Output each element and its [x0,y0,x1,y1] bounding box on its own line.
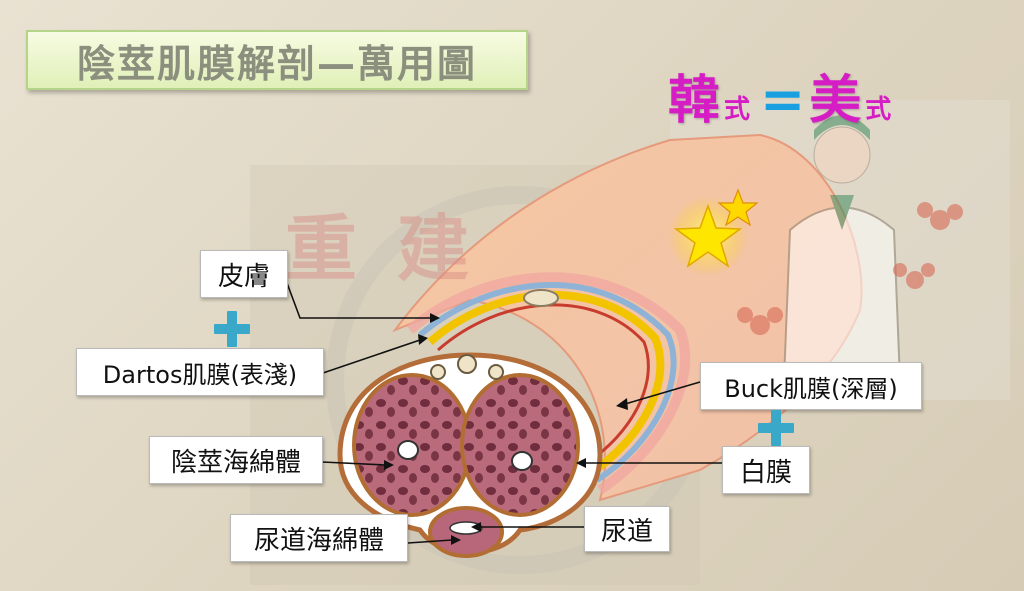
leader-spongiosum [407,539,453,544]
label-corpora-cavernosa: 陰莖海綿體 [149,436,323,484]
red-layer [437,303,650,464]
korean-char: 韓 [668,70,721,131]
star-small [717,188,759,227]
dorsal-vein [523,289,559,307]
style-char-1: 式 [724,95,751,125]
american-char: 美 [809,70,862,131]
page-title: 陰莖肌膜解剖—萬用圖 [26,30,528,90]
yellow-layer [427,290,665,476]
style-char-2: 式 [865,95,892,125]
urethra-lumen [449,521,483,535]
right-artery [511,451,533,471]
dartos-layer [406,272,691,495]
leader-cavernosa [321,461,386,466]
equals-sign: = [760,68,806,131]
flower-decor [737,202,963,335]
korean-american-header: 韓 式 = 美 式 [668,58,897,131]
leader-buck [624,381,701,405]
star-large [673,203,743,268]
label-dartos: Dartos肌膜(表淺) [76,348,324,396]
label-urethra: 尿道 [584,506,670,552]
watermark-text: 重建 [285,206,510,291]
leader-dartos [319,339,421,375]
right-corpus [460,373,580,517]
label-buck: Buck肌膜(深層) [700,362,922,410]
label-corpus-spongiosum: 尿道海綿體 [230,514,408,562]
left-artery [397,440,419,460]
label-skin: 皮膚 [200,250,288,298]
label-tunica: 白膜 [722,446,810,494]
blue-layer [418,282,677,483]
doctor-figure [782,115,902,381]
leader-skin [286,282,430,319]
plus-icon-right [758,410,794,446]
plus-icon-left [214,311,250,347]
